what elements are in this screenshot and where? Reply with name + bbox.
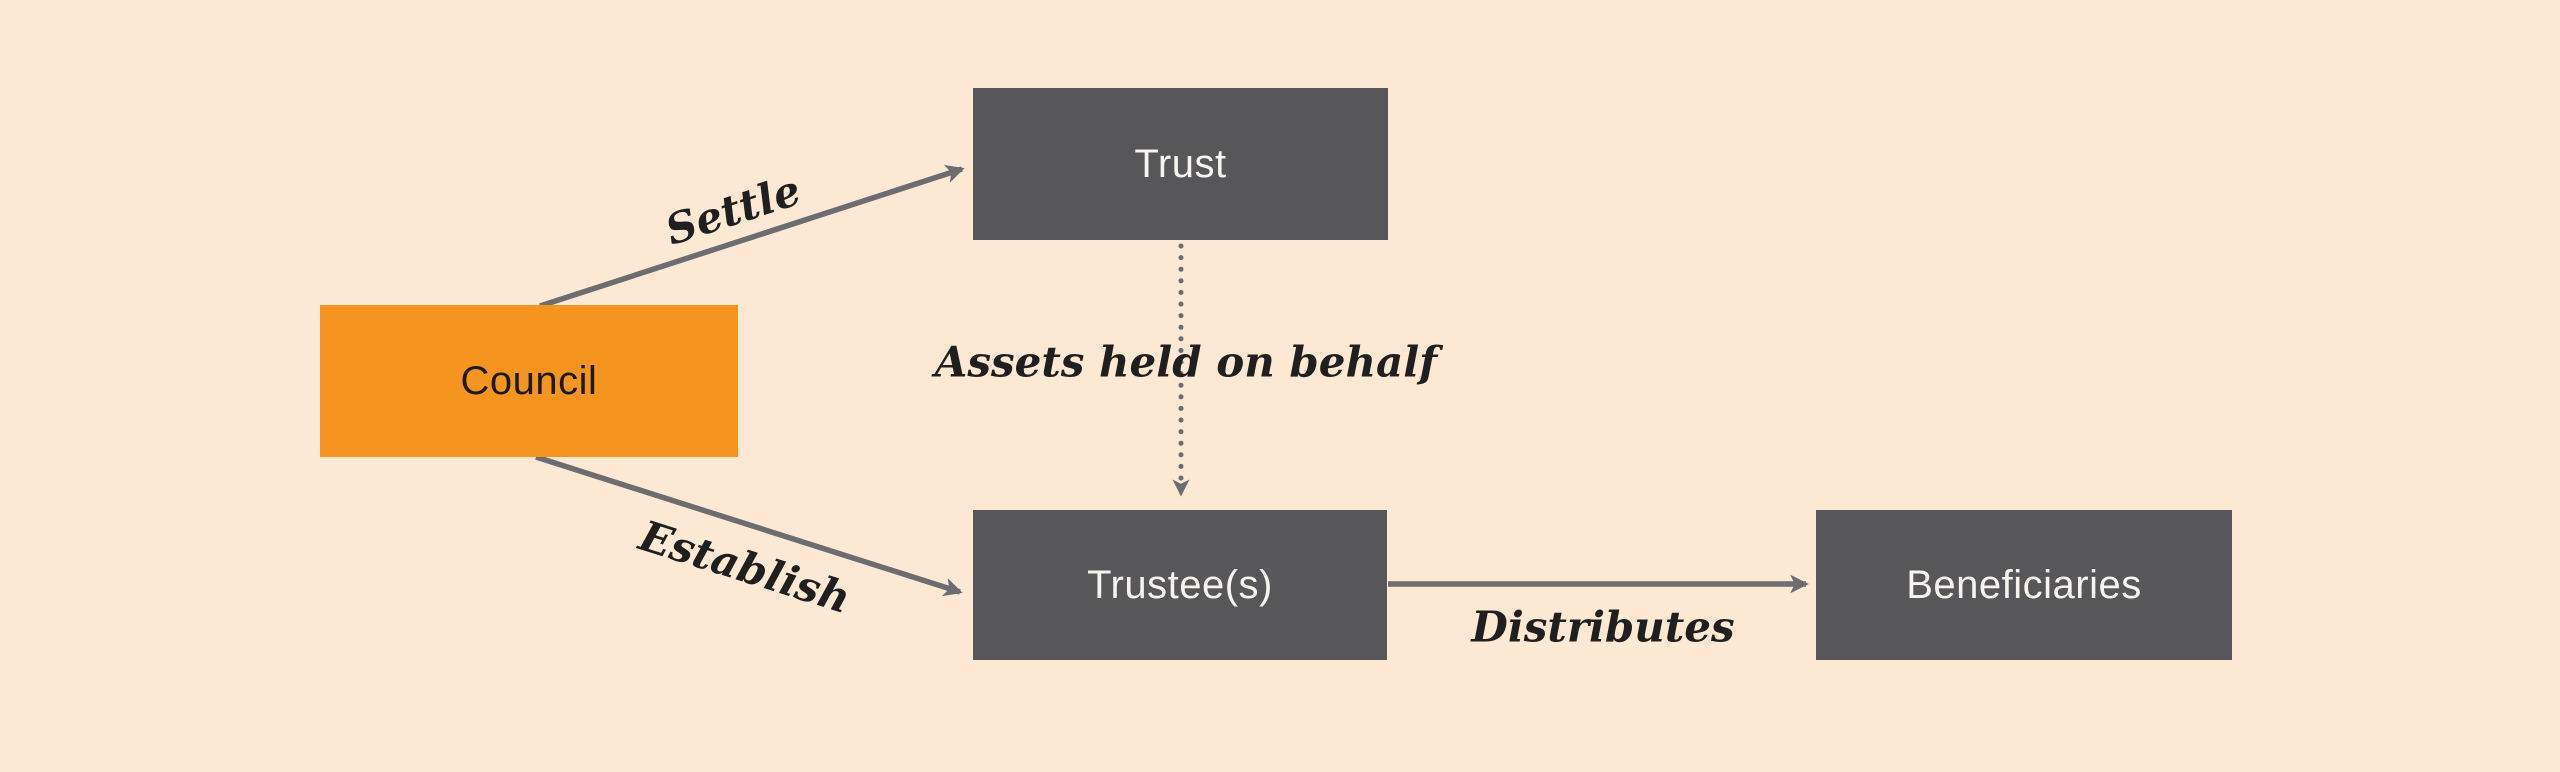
- node-trustees: Trustee(s): [973, 510, 1387, 660]
- node-trustees-label: Trustee(s): [1087, 562, 1273, 607]
- node-beneficiaries: Beneficiaries: [1816, 510, 2232, 660]
- edge-label-distributes: Distributes: [1471, 602, 1735, 652]
- node-beneficiaries-label: Beneficiaries: [1906, 562, 2142, 607]
- edge-label-assets-held-on-behalf: Assets held on behalf: [934, 337, 1438, 387]
- edge-establish-line: [535, 454, 963, 597]
- node-council: Council: [320, 305, 738, 457]
- edge-settle-line: [539, 165, 965, 309]
- node-council-label: Council: [460, 358, 598, 403]
- node-trust: Trust: [973, 88, 1388, 240]
- node-trust-label: Trust: [1134, 141, 1227, 186]
